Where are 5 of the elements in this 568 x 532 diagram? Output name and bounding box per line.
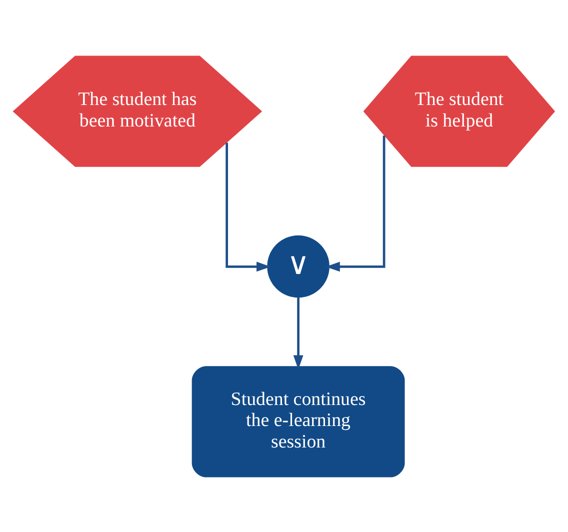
node-circle: ∨ <box>267 234 330 298</box>
arrow <box>326 135 386 272</box>
arrow <box>293 297 304 369</box>
node-box: Student continues the e-learning session <box>192 366 405 477</box>
arrow <box>226 142 271 272</box>
